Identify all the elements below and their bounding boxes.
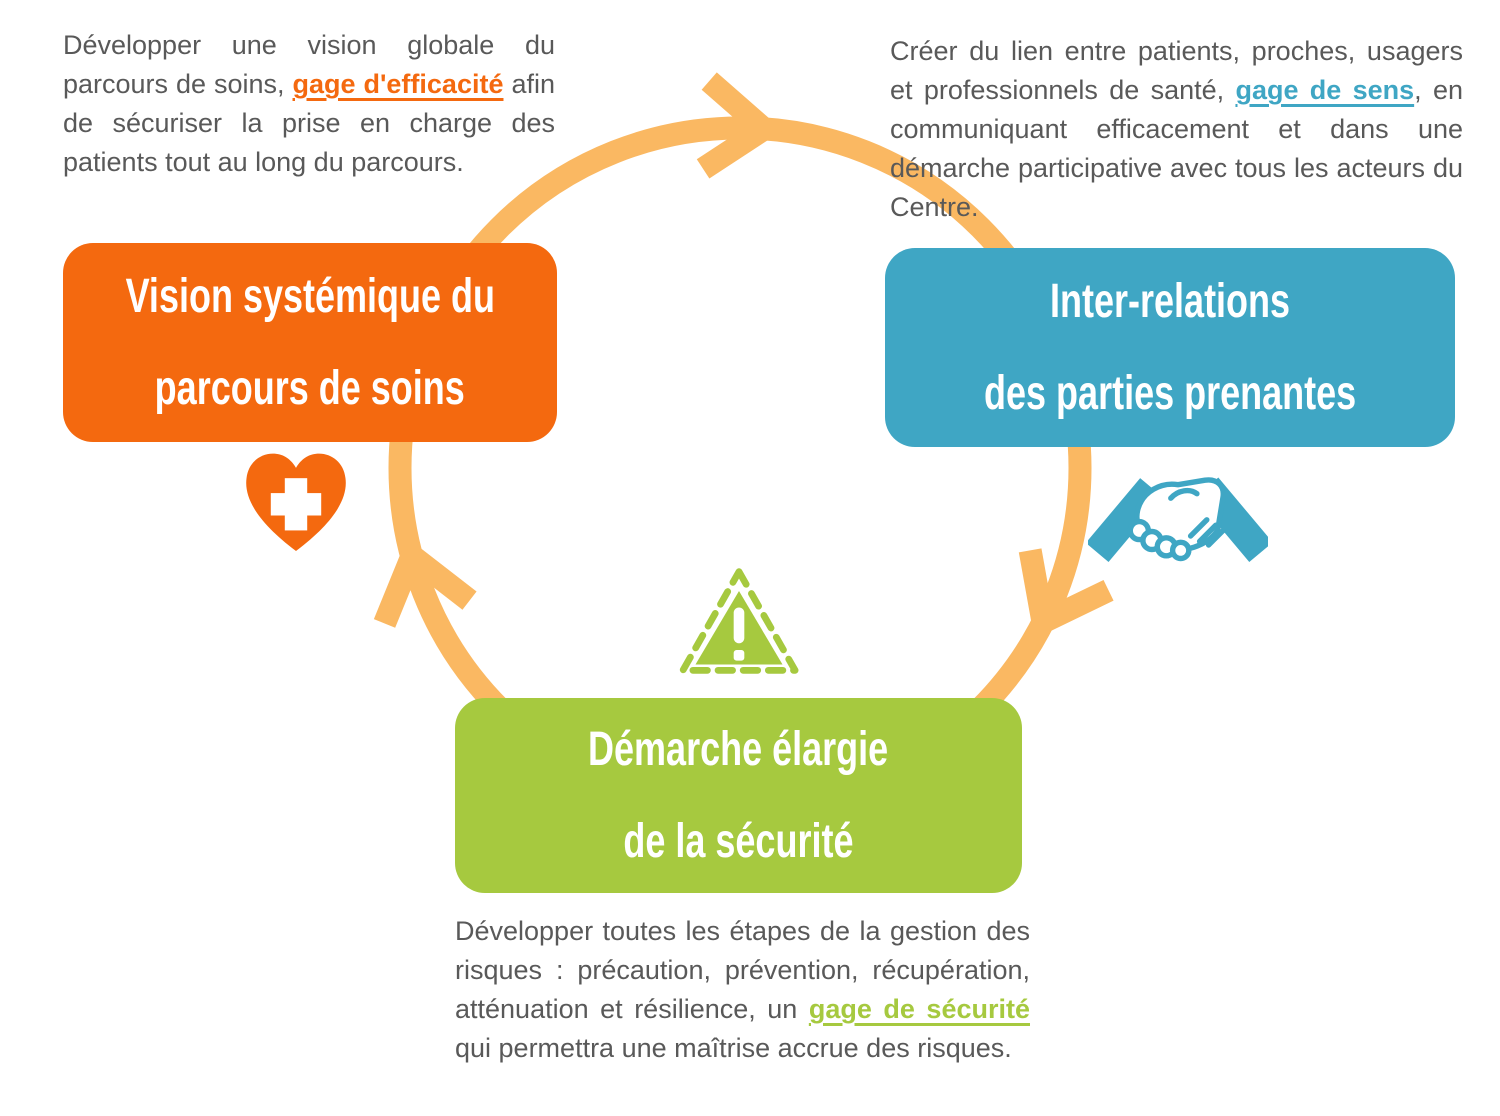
securite-box: Démarche élargie de la sécurité <box>455 698 1022 893</box>
heart-medical-cross-icon <box>246 453 346 551</box>
arrowhead-left-icon <box>373 537 477 628</box>
finger-line-3 <box>1205 527 1226 548</box>
vision-title-line2: parcours de soins <box>154 361 466 415</box>
cross-horizontal-bar <box>270 493 322 516</box>
exclamation-bar <box>733 607 745 644</box>
handshake-icon <box>1088 477 1268 563</box>
gage-efficacite-link[interactable]: gage d'efficacité <box>292 69 504 99</box>
thumb-line <box>1168 487 1200 501</box>
securite-paragraph: Développer toutes les étapes de la gesti… <box>455 912 1030 1068</box>
vision-box: Vision systémique du parcours de soins <box>63 243 557 442</box>
securite-paragraph-text-after: qui permettra une maîtrise accrue des ri… <box>455 1033 1012 1063</box>
arrowhead-top-icon <box>696 72 783 179</box>
finger-line-2 <box>1196 522 1219 545</box>
relations-title-line1: Inter-relations <box>1049 274 1291 328</box>
arrowhead-right-icon <box>1018 548 1114 639</box>
relations-title-line2: des parties prenantes <box>983 366 1357 420</box>
knuckle-4 <box>1169 539 1192 562</box>
vision-paragraph-text-before: Développer une vision globale du parcour… <box>63 30 555 99</box>
relations-box: Inter-relations des parties prenantes <box>885 248 1455 447</box>
vision-paragraph: Développer une vision globale du parcour… <box>63 26 555 182</box>
gage-de-securite-link[interactable]: gage de sécurité <box>808 994 1030 1024</box>
securite-title-line1: Démarche élargie <box>588 722 889 776</box>
vision-title-line1: Vision systémique du <box>125 269 495 323</box>
relations-paragraph: Créer du lien entre patients, proches, u… <box>890 32 1463 227</box>
securite-title-line2: de la sécurité <box>623 814 854 868</box>
vision-paragraph-text-after: afin de sécuriser la prise en charge des… <box>63 69 555 177</box>
securite-paragraph-text-before: Développer toutes les étapes de la gesti… <box>455 916 1030 1024</box>
dashed-triangle-outline <box>679 568 799 674</box>
relations-paragraph-text-after: , en communiquant efficacement et dans u… <box>890 75 1463 222</box>
gage-de-sens-link[interactable]: gage de sens <box>1235 75 1415 105</box>
warning-triangle-icon <box>679 568 799 674</box>
finger-line-1 <box>1187 517 1210 539</box>
relations-paragraph-text-before: Créer du lien entre patients, proches, u… <box>890 36 1463 105</box>
exclamation-dot <box>733 650 745 661</box>
